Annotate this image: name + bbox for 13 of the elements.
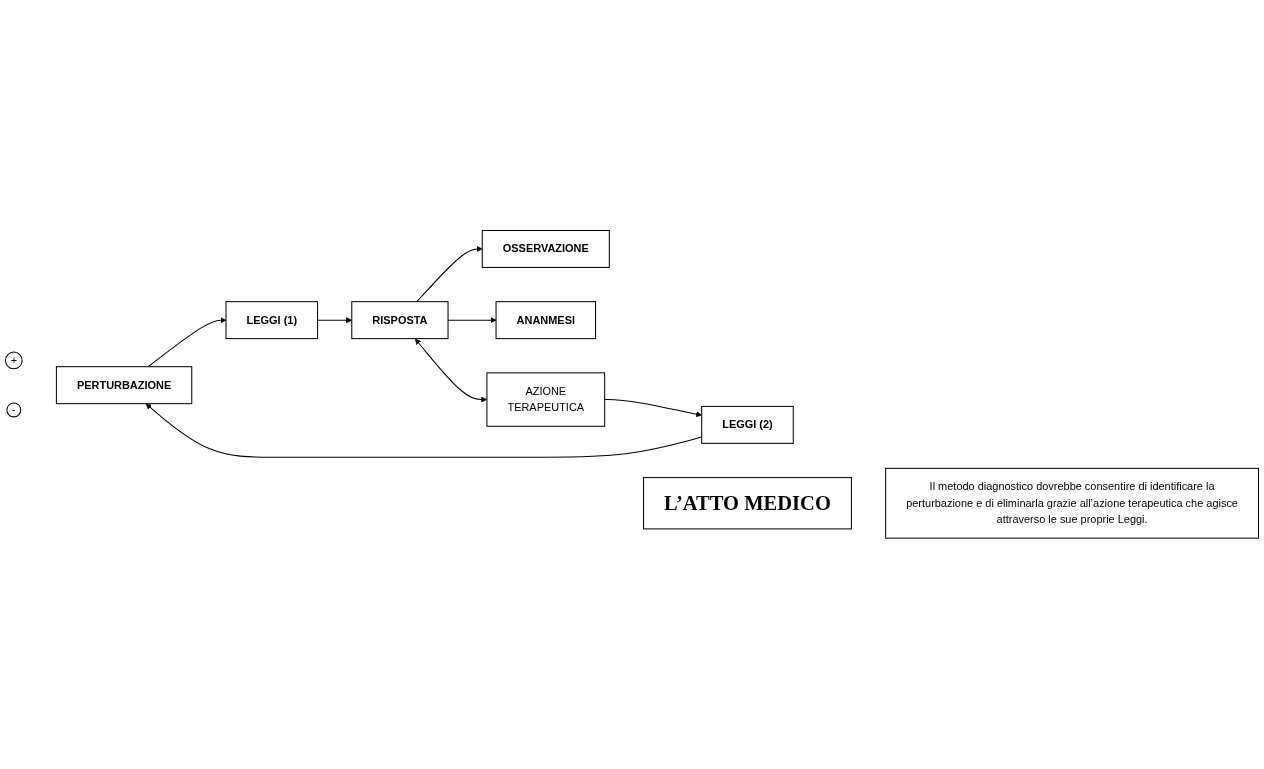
node-circle: +	[5, 351, 23, 370]
arrow	[604, 399, 702, 418]
node-box: LEGGI (2)	[701, 406, 794, 445]
node-box: RISPOSTA	[351, 301, 449, 340]
node-box: OSSERVAZIONE	[481, 230, 610, 269]
node-box: AZIONE TERAPEUTICA	[486, 372, 606, 427]
node-circle: -	[6, 402, 22, 418]
arrow	[416, 246, 483, 303]
node-box: PERTURBAZIONE	[55, 366, 193, 405]
node-box: Il metodo diagnostico dovrebbe consentire di identificare la perturbazione e di eliminarla grazie all’azione terapeutica che agisce attraverso le sue proprie Leggi.	[885, 468, 1259, 539]
node-box: LEGGI (1)	[225, 301, 319, 340]
node-box: ANANMESI	[495, 301, 597, 340]
node-box: L’ATTO MEDICO	[643, 477, 852, 530]
